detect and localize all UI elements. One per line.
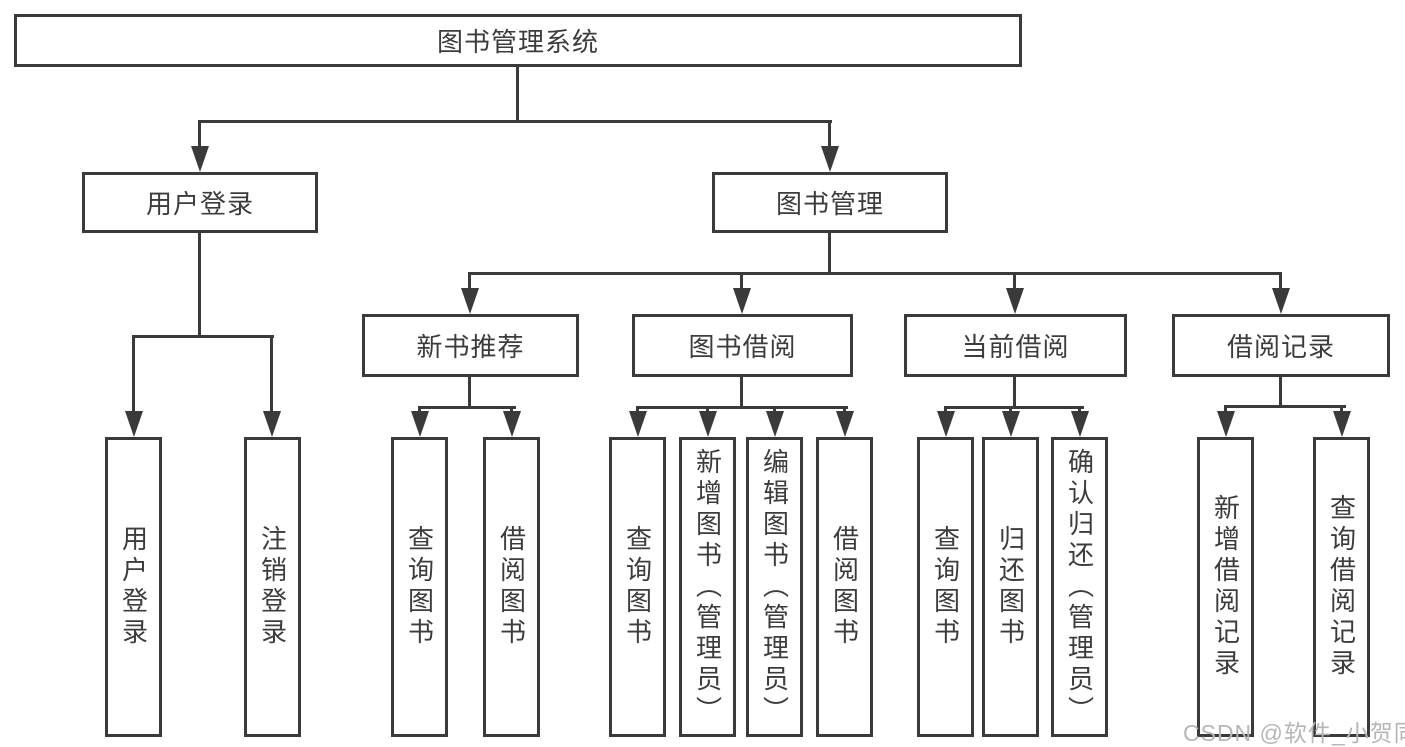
node-current-borrowing-label: 当前借阅 bbox=[961, 332, 1070, 362]
arrow-down-icon bbox=[937, 411, 955, 437]
csdn-watermark: CSDN @软件_小贺同学 bbox=[1183, 720, 1405, 746]
connector-rec-bar bbox=[418, 406, 516, 409]
leaf-add-borrow-record: 新增借阅记录 bbox=[1197, 437, 1254, 737]
leaf-query-borrow-record-label: 查询借阅记录 bbox=[1326, 494, 1357, 680]
node-book-borrowing: 图书借阅 bbox=[632, 314, 853, 377]
leaf-return-book: 归还图书 bbox=[982, 437, 1039, 737]
node-book-borrowing-label: 图书借阅 bbox=[688, 332, 797, 362]
arrow-down-icon bbox=[1272, 288, 1290, 314]
node-user-login: 用户登录 bbox=[82, 172, 318, 233]
leaf-query-books-current: 查询图书 bbox=[917, 437, 974, 737]
leaf-query-books-current-label: 查询图书 bbox=[930, 525, 961, 649]
connector-current-bar bbox=[944, 406, 1084, 409]
arrow-down-icon bbox=[263, 411, 281, 437]
arrow-down-icon bbox=[699, 411, 717, 437]
arrow-down-icon bbox=[503, 411, 521, 437]
connector-mgmt-stem bbox=[828, 233, 831, 275]
leaf-query-books-borrow-label: 查询图书 bbox=[622, 525, 653, 649]
leaf-borrow-books-recommend: 借阅图书 bbox=[483, 437, 540, 737]
arrow-down-icon bbox=[1006, 288, 1024, 314]
arrow-down-icon bbox=[125, 411, 143, 437]
leaf-logout-label: 注销登录 bbox=[257, 525, 288, 649]
node-borrowing-records: 借阅记录 bbox=[1172, 314, 1390, 377]
connector-leaf-stem bbox=[270, 338, 273, 412]
leaf-borrow-books-recommend-label: 借阅图书 bbox=[496, 525, 527, 649]
connector-to-login-stem bbox=[198, 123, 201, 148]
arrow-down-icon bbox=[411, 411, 429, 437]
connector-to-mgmt-stem bbox=[828, 123, 831, 148]
leaf-add-borrow-record-label: 新增借阅记录 bbox=[1210, 494, 1241, 680]
leaf-user-login: 用户登录 bbox=[105, 437, 162, 737]
arrow-down-icon bbox=[1217, 411, 1235, 437]
connector-to-borrow-stem bbox=[740, 275, 743, 290]
connector-borrow-stem bbox=[740, 377, 743, 409]
connector-root-stem bbox=[516, 67, 519, 120]
leaf-user-login-label: 用户登录 bbox=[118, 525, 149, 649]
leaf-query-books-borrow: 查询图书 bbox=[609, 437, 666, 737]
node-user-login-label: 用户登录 bbox=[145, 189, 254, 219]
arrow-down-icon bbox=[821, 146, 839, 172]
connector-to-rec-stem bbox=[468, 275, 471, 290]
node-new-book-recommend-label: 新书推荐 bbox=[416, 332, 525, 362]
node-current-borrowing: 当前借阅 bbox=[904, 314, 1127, 377]
arrow-down-icon bbox=[733, 288, 751, 314]
connector-leaf-stem bbox=[132, 338, 135, 412]
node-library-system: 图书管理系统 bbox=[14, 14, 1022, 67]
node-library-system-label: 图书管理系统 bbox=[436, 27, 599, 57]
node-new-book-recommend: 新书推荐 bbox=[362, 314, 579, 377]
leaf-query-borrow-record: 查询借阅记录 bbox=[1313, 437, 1370, 737]
arrow-down-icon bbox=[836, 411, 854, 437]
connector-mgmt-bar bbox=[468, 272, 1282, 275]
leaf-edit-book-admin-label: 编辑图书（管理员） bbox=[759, 447, 790, 727]
connector-records-bar bbox=[1224, 405, 1346, 408]
connector-borrow-bar bbox=[636, 406, 848, 409]
node-book-management-label: 图书管理 bbox=[775, 189, 884, 219]
connector-login-stem bbox=[198, 233, 201, 335]
arrow-down-icon bbox=[461, 288, 479, 314]
leaf-add-book-admin: 新增图书（管理员） bbox=[679, 437, 736, 737]
arrow-down-icon bbox=[191, 146, 209, 172]
node-borrowing-records-label: 借阅记录 bbox=[1226, 332, 1335, 362]
connector-login-bar bbox=[132, 335, 274, 338]
connector-rec-stem bbox=[468, 377, 471, 409]
arrow-down-icon bbox=[1333, 411, 1351, 437]
leaf-edit-book-admin: 编辑图书（管理员） bbox=[746, 437, 803, 737]
node-book-management: 图书管理 bbox=[712, 172, 948, 233]
leaf-borrow-books-label: 借阅图书 bbox=[829, 525, 860, 649]
leaf-logout: 注销登录 bbox=[244, 437, 301, 737]
leaf-add-book-admin-label: 新增图书（管理员） bbox=[692, 447, 723, 727]
connector-root-bar bbox=[198, 120, 832, 123]
connector-to-records-stem bbox=[1279, 275, 1282, 290]
arrow-down-icon bbox=[629, 411, 647, 437]
arrow-down-icon bbox=[766, 411, 784, 437]
leaf-borrow-books: 借阅图书 bbox=[816, 437, 873, 737]
connector-records-stem bbox=[1279, 377, 1282, 408]
leaf-query-books-recommend: 查询图书 bbox=[391, 437, 448, 737]
leaf-return-book-label: 归还图书 bbox=[995, 525, 1026, 649]
leaf-confirm-return-admin-label: 确认归还（管理员） bbox=[1064, 447, 1095, 727]
leaf-confirm-return-admin: 确认归还（管理员） bbox=[1051, 437, 1108, 737]
leaf-query-books-recommend-label: 查询图书 bbox=[404, 525, 435, 649]
arrow-down-icon bbox=[1002, 411, 1020, 437]
connector-to-current-stem bbox=[1013, 275, 1016, 290]
arrow-down-icon bbox=[1071, 411, 1089, 437]
connector-current-stem bbox=[1013, 377, 1016, 409]
